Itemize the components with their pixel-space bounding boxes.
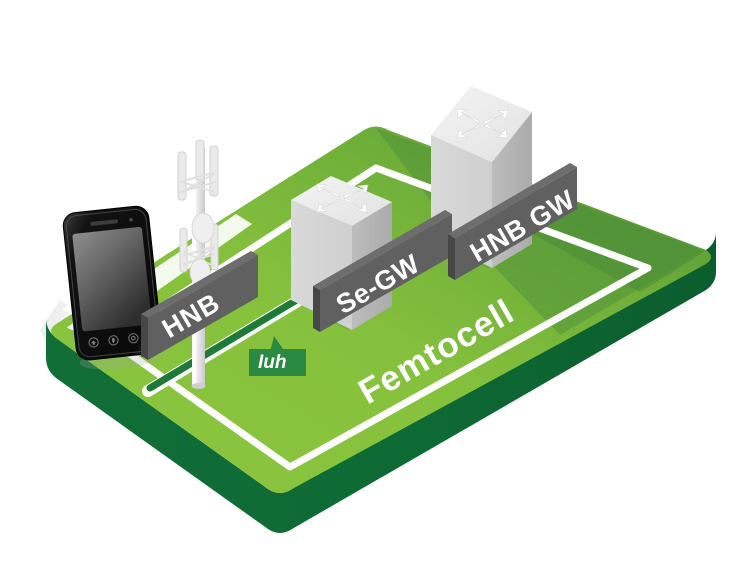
smartphone-icon (62, 205, 164, 370)
hnb-gw-sign (448, 163, 577, 280)
iuh-callout (249, 336, 306, 376)
hnb-sign (141, 251, 258, 360)
router-icon (316, 183, 369, 213)
se-gw-sign (313, 210, 452, 332)
router-icon (456, 108, 509, 139)
